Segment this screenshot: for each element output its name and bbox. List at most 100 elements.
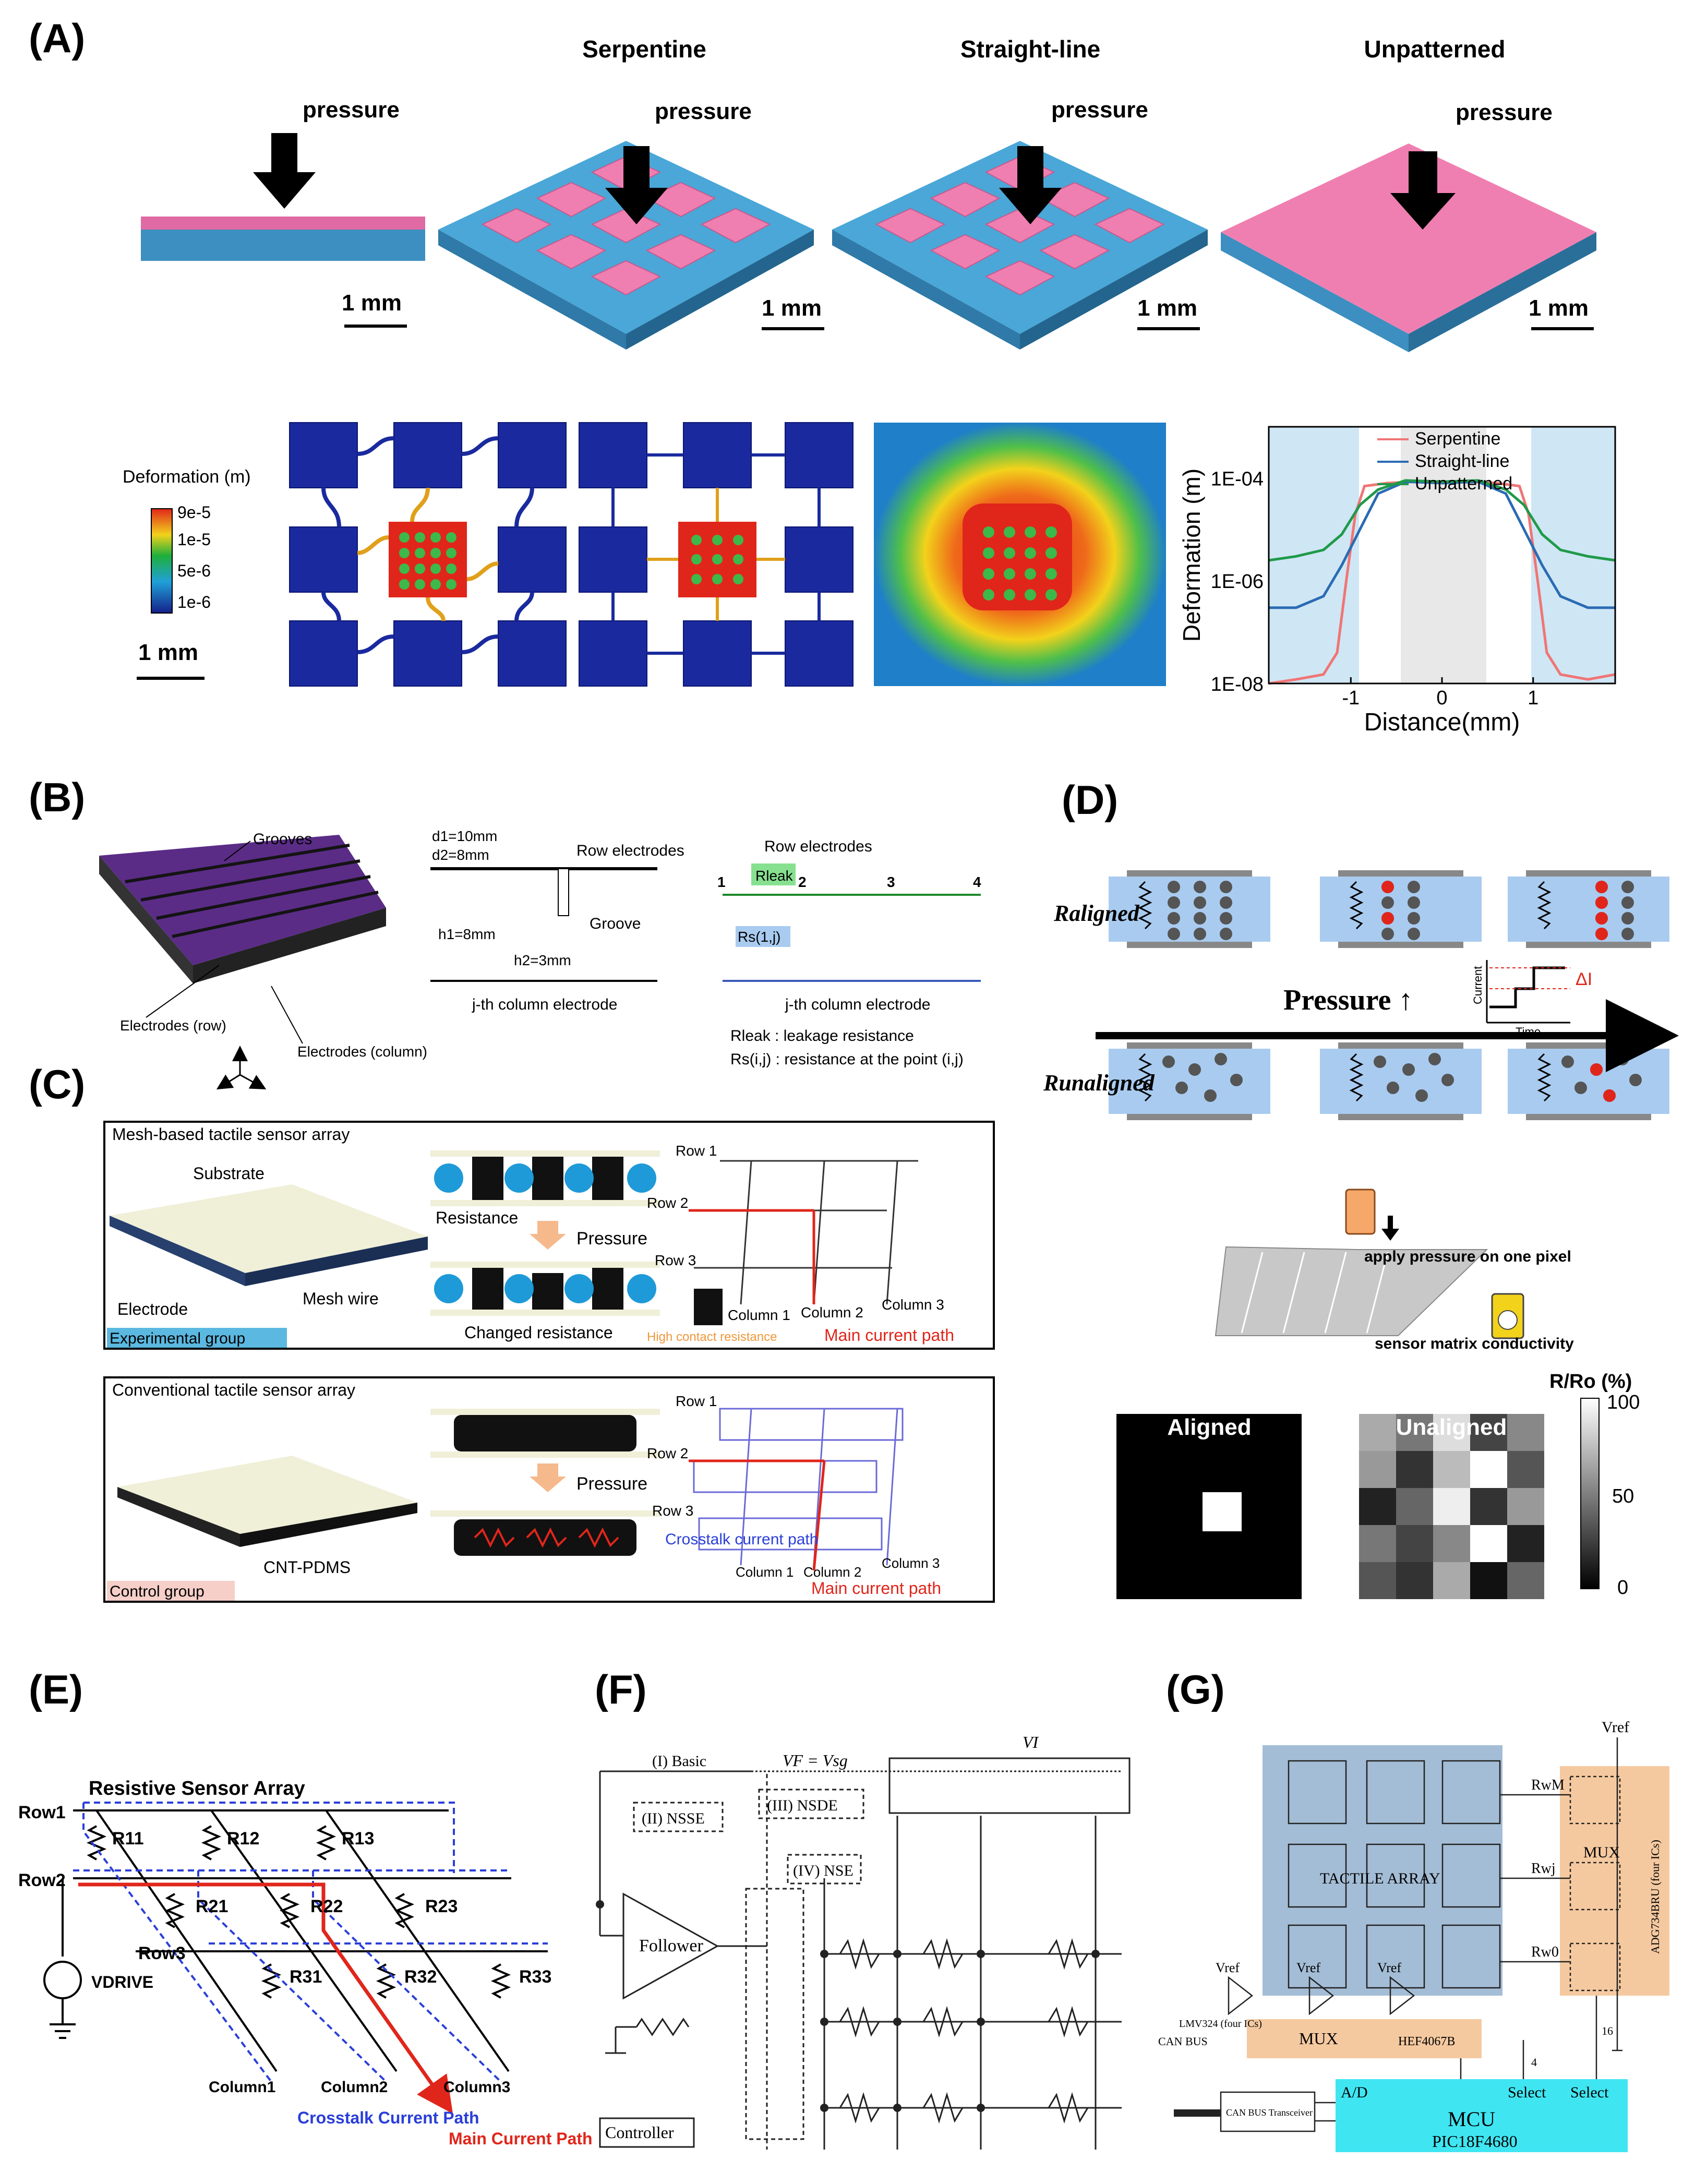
y-tick-0: 1E-08 <box>1211 674 1264 695</box>
y-tick-2: 1E-04 <box>1211 468 1264 490</box>
cb-tick-3: 1e-6 <box>177 593 211 611</box>
x-tick-2: 1 <box>1528 687 1538 709</box>
mesh-sensor-3d <box>110 1184 428 1286</box>
exp-group-label: Experimental group <box>110 1330 245 1347</box>
e-col2: Column2 <box>321 2079 388 2096</box>
unaligned-cell <box>1396 1562 1433 1599</box>
scale-bar-straight: 1 mm <box>1137 295 1197 321</box>
high-contact-swatch <box>694 1289 723 1325</box>
g-pic: PIC18F4680 <box>1432 2132 1518 2151</box>
pressure-arrow-serp <box>605 146 668 224</box>
electrode-label: Electrode <box>117 1300 188 1318</box>
substrate-label: Substrate <box>193 1164 265 1183</box>
f-nsde: (III) NSDE <box>767 1797 838 1814</box>
f-nse: (IV) NSE <box>793 1862 853 1879</box>
crosstalk-label-conv: Crosstalk current path <box>665 1531 818 1548</box>
pressure-axis-label: Pressure ↑ <box>1283 984 1413 1016</box>
sim-serpentine <box>289 422 567 687</box>
apply-pressure-label: apply pressure on one pixel <box>1364 1248 1571 1265</box>
g-mux-right: MUX <box>1583 1844 1620 1861</box>
mesh-row-3: Row 3 <box>655 1252 696 1268</box>
e-title: Resistive Sensor Array <box>89 1778 305 1799</box>
delta-i-label: ΔI <box>1576 969 1592 989</box>
unaligned-cell <box>1507 1562 1544 1599</box>
panel-e-label: (E) <box>29 1666 83 1712</box>
pressure-label-mesh: Pressure <box>576 1229 647 1249</box>
unaligned-cell <box>1433 1562 1470 1599</box>
e-r22: R22 <box>310 1897 343 1916</box>
pressure-arrow-side <box>253 133 316 209</box>
conv-resistance-diagram <box>430 1409 660 1556</box>
conv-row-1: Row 1 <box>676 1393 717 1409</box>
mesh-col-2: Column 2 <box>801 1304 863 1321</box>
time-label: Time <box>1516 1025 1541 1038</box>
deformation-colorbar: Deformation (m) 9e-5 1e-5 5e-6 1e-6 1 mm <box>123 467 251 680</box>
e-circuit <box>43 1809 548 2072</box>
mesh-title: Mesh-based tactile sensor array <box>112 1125 350 1144</box>
g-select-2: Select <box>1570 2084 1609 2101</box>
cnt-pdms-label: CNT-PDMS <box>263 1558 351 1577</box>
device-unpatterned: pressure 1 mm <box>1221 100 1596 352</box>
jth-column-label-2: j-th column electrode <box>785 996 930 1013</box>
unaligned-cell <box>1433 1525 1470 1562</box>
e-vdrive: VDRIVE <box>91 1973 153 1991</box>
g-select-1: Select <box>1508 2084 1546 2101</box>
electrodes-row-label: Electrodes (row) <box>120 1017 226 1034</box>
g-rwm: RwM <box>1531 1777 1565 1793</box>
node-1: 1 <box>717 874 726 890</box>
rleak-def: Rleak : leakage resistance <box>730 1027 914 1045</box>
panel-a-label: (A) <box>29 15 85 61</box>
jth-column-label: j-th column electrode <box>472 996 617 1013</box>
high-contact-label: High contact resistance <box>647 1330 777 1344</box>
resistance-label: Resistance <box>436 1208 518 1227</box>
device-straight-line: pressure 1 mm <box>832 97 1208 350</box>
unaligned-cell <box>1433 1414 1470 1451</box>
node-3: 3 <box>887 874 895 890</box>
unaligned-cell <box>1359 1451 1396 1488</box>
pressure-label-serp: pressure <box>655 99 752 124</box>
gray-cb-50: 50 <box>1612 1485 1634 1507</box>
y-tick-1: 1E-06 <box>1211 571 1264 593</box>
mesh-wire-label: Mesh wire <box>303 1289 379 1308</box>
g-adg: ADG734BRU (four ICs) <box>1649 1840 1662 1954</box>
title-straight-line: Straight-line <box>960 35 1100 63</box>
row-electrodes-label-2: Row electrodes <box>764 838 872 855</box>
unaligned-cell <box>1470 1488 1507 1525</box>
chart-xlabel: Distance(mm) <box>1364 709 1520 736</box>
g-can-bus: CAN BUS <box>1158 2035 1208 2048</box>
mcu-bg <box>1336 2079 1628 2152</box>
rs-label: Rs(1,j) <box>738 929 780 945</box>
conv-grid-diagram <box>693 1408 904 1566</box>
unaligned-cell <box>1396 1414 1433 1451</box>
e-crosstalk-label: Crosstalk Current Path <box>297 2108 479 2127</box>
e-r21: R21 <box>196 1897 228 1916</box>
legend-unpatterned: Unpatterned <box>1415 474 1512 494</box>
unaligned-cell <box>1396 1488 1433 1525</box>
gray-cb-100: 100 <box>1607 1391 1640 1413</box>
f-vf: VF = Vsg <box>783 1751 848 1770</box>
mesh-col-1: Column 1 <box>728 1307 790 1323</box>
unaligned-cell <box>1433 1451 1470 1488</box>
f-vi: VI <box>1023 1733 1039 1751</box>
pressure-label-unpat: pressure <box>1456 100 1553 125</box>
legend-serpentine: Serpentine <box>1415 429 1500 449</box>
groove-circuit: Rleak Rs(1,j) Row electrodes 1 2 3 4 j-t… <box>717 838 981 1068</box>
aligned-heatmap <box>1116 1414 1302 1599</box>
node-4: 4 <box>973 874 981 890</box>
gray-colorbar <box>1580 1398 1600 1589</box>
panel-c-label: (C) <box>29 1061 85 1107</box>
g-mcu: MCU <box>1448 2107 1495 2131</box>
chart-series-group <box>1268 479 1616 685</box>
conv-row-3: Row 3 <box>652 1503 693 1519</box>
unaligned-cell <box>1433 1488 1470 1525</box>
g-rwj: Rwj <box>1531 1861 1556 1877</box>
pressure-setup <box>1215 1189 1524 1339</box>
e-r33: R33 <box>519 1967 551 1987</box>
e-r12: R12 <box>227 1829 259 1849</box>
colorbar-title: Deformation (m) <box>123 467 251 487</box>
mux-right-bg <box>1560 1766 1669 1996</box>
chart-shade-left <box>1269 427 1359 683</box>
g-mux-chip: HEF4067B <box>1398 2035 1455 2048</box>
pressure-arrow-unpat <box>1390 151 1456 230</box>
series-line-1 <box>1269 480 1615 609</box>
